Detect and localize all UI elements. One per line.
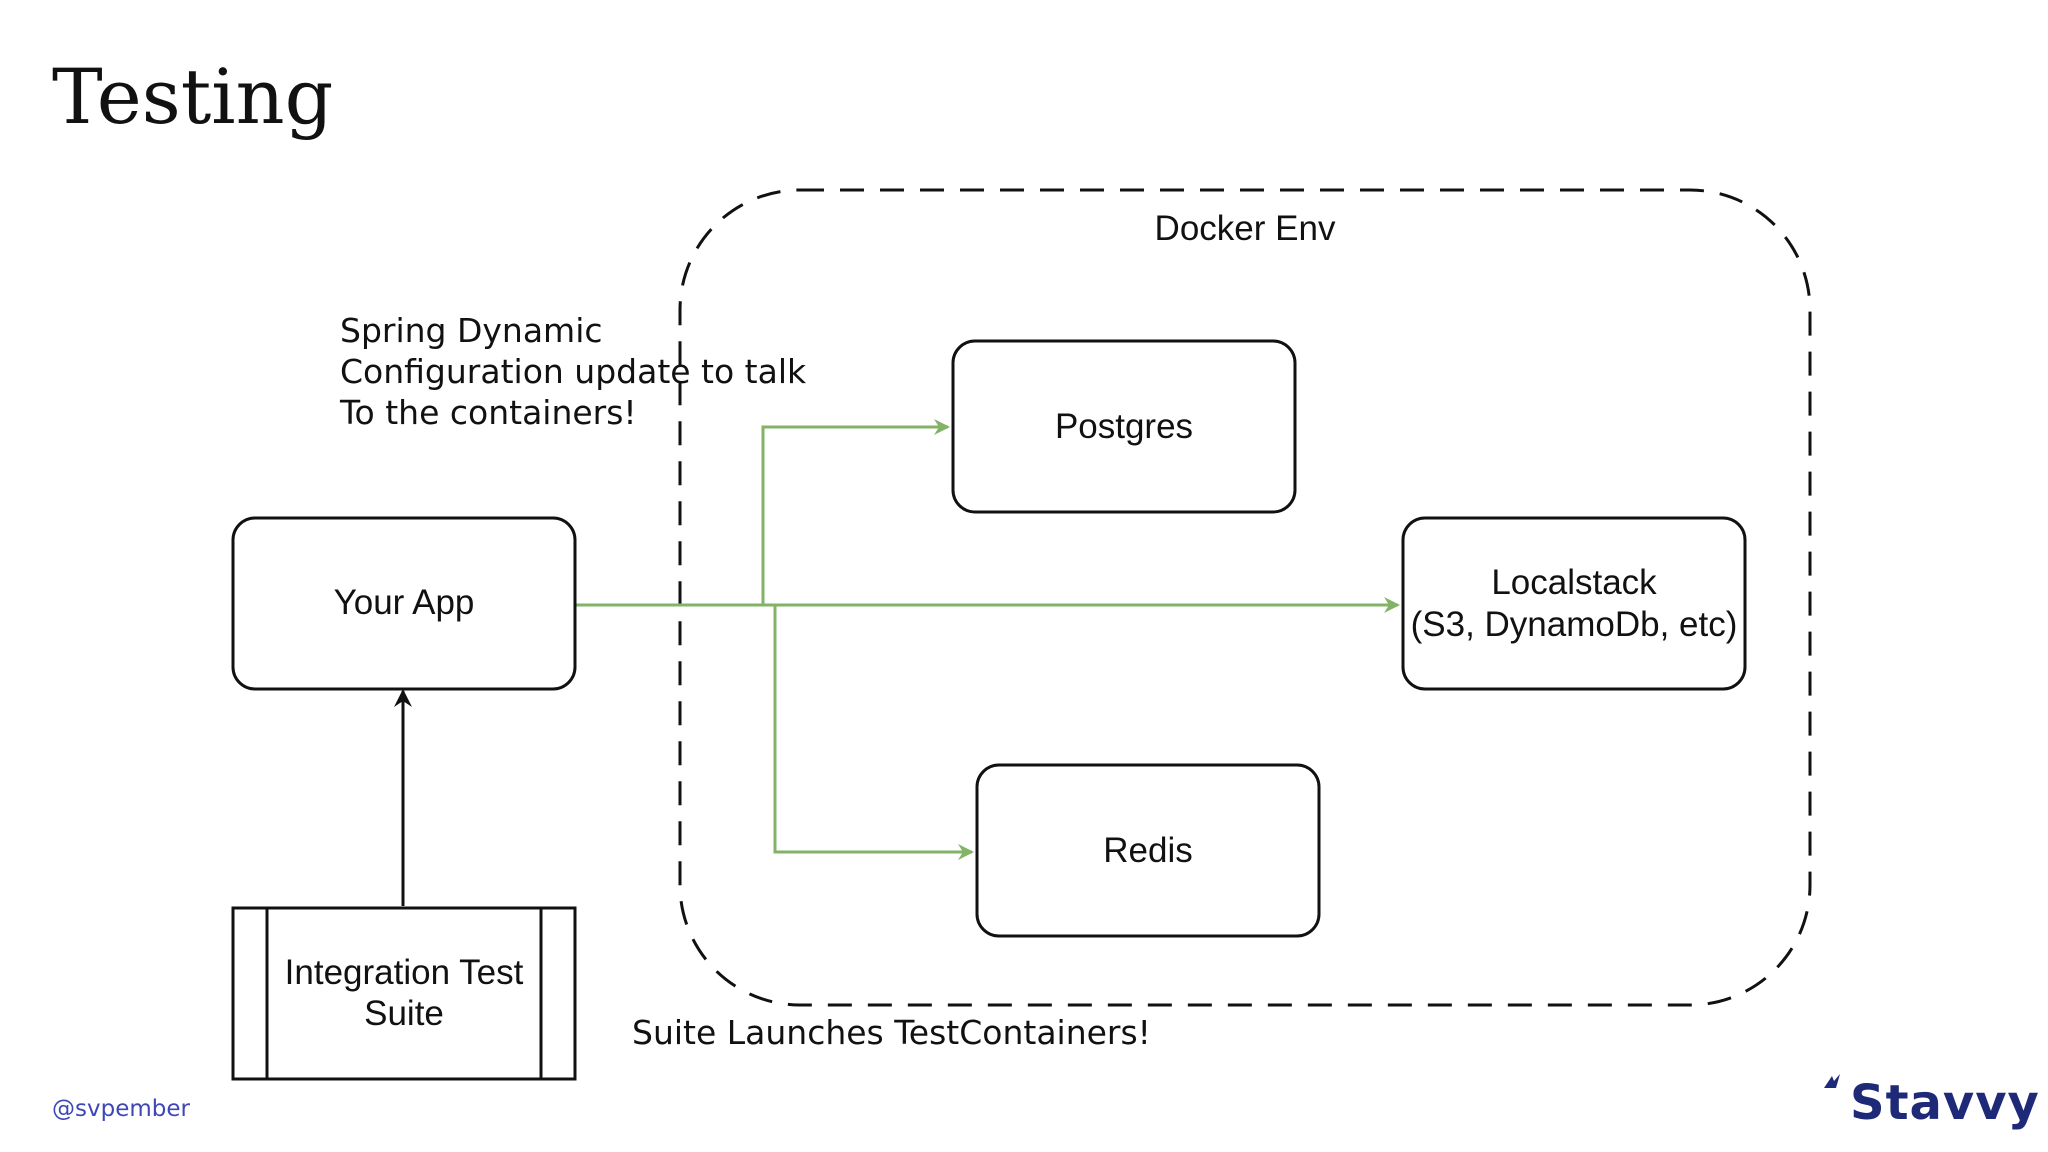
edge-your-app-to-redis xyxy=(773,605,974,860)
docker-env-container xyxy=(678,188,1812,1007)
localstack-label-line-1: Localstack xyxy=(1491,563,1657,602)
your-app-box xyxy=(231,516,577,691)
edge-your-app-to-postgres xyxy=(761,419,950,605)
postgres-label: Postgres xyxy=(1055,407,1193,446)
node-localstack[interactable]: Localstack (S3, DynamoDb, etc) xyxy=(1401,516,1747,691)
redis-label: Redis xyxy=(1103,831,1192,870)
spring-note-line-1: Spring Dynamic xyxy=(340,311,603,350)
node-redis[interactable]: Redis xyxy=(975,763,1321,938)
brand-logo: Stavvy xyxy=(1850,1075,2040,1131)
redis-box xyxy=(975,763,1321,938)
node-integration-test-suite[interactable]: Integration Test Suite xyxy=(231,906,577,1081)
slide-title: Testing xyxy=(52,52,334,141)
integration-suite-box xyxy=(231,906,577,1081)
spark-icon xyxy=(1824,1074,1840,1088)
green-connectors xyxy=(576,419,1400,860)
localstack-label-line-2: (S3, DynamoDb, etc) xyxy=(1411,605,1738,644)
docker-env-label: Docker Env xyxy=(1155,209,1336,248)
node-postgres[interactable]: Postgres xyxy=(951,339,1297,514)
spring-note-line-2: Configuration update to talk xyxy=(340,352,807,391)
footer-handle: @svpember xyxy=(52,1096,190,1122)
integration-suite-label-line-2: Suite xyxy=(364,994,444,1033)
postgres-box xyxy=(951,339,1297,514)
suite-launch-note: Suite Launches TestContainers! xyxy=(632,1013,1151,1052)
your-app-label: Your App xyxy=(334,583,475,622)
spring-note-line-3: To the containers! xyxy=(339,393,637,432)
integration-suite-label-line-1: Integration Test xyxy=(285,953,524,992)
node-your-app[interactable]: Your App xyxy=(231,516,577,691)
localstack-box xyxy=(1401,516,1747,691)
